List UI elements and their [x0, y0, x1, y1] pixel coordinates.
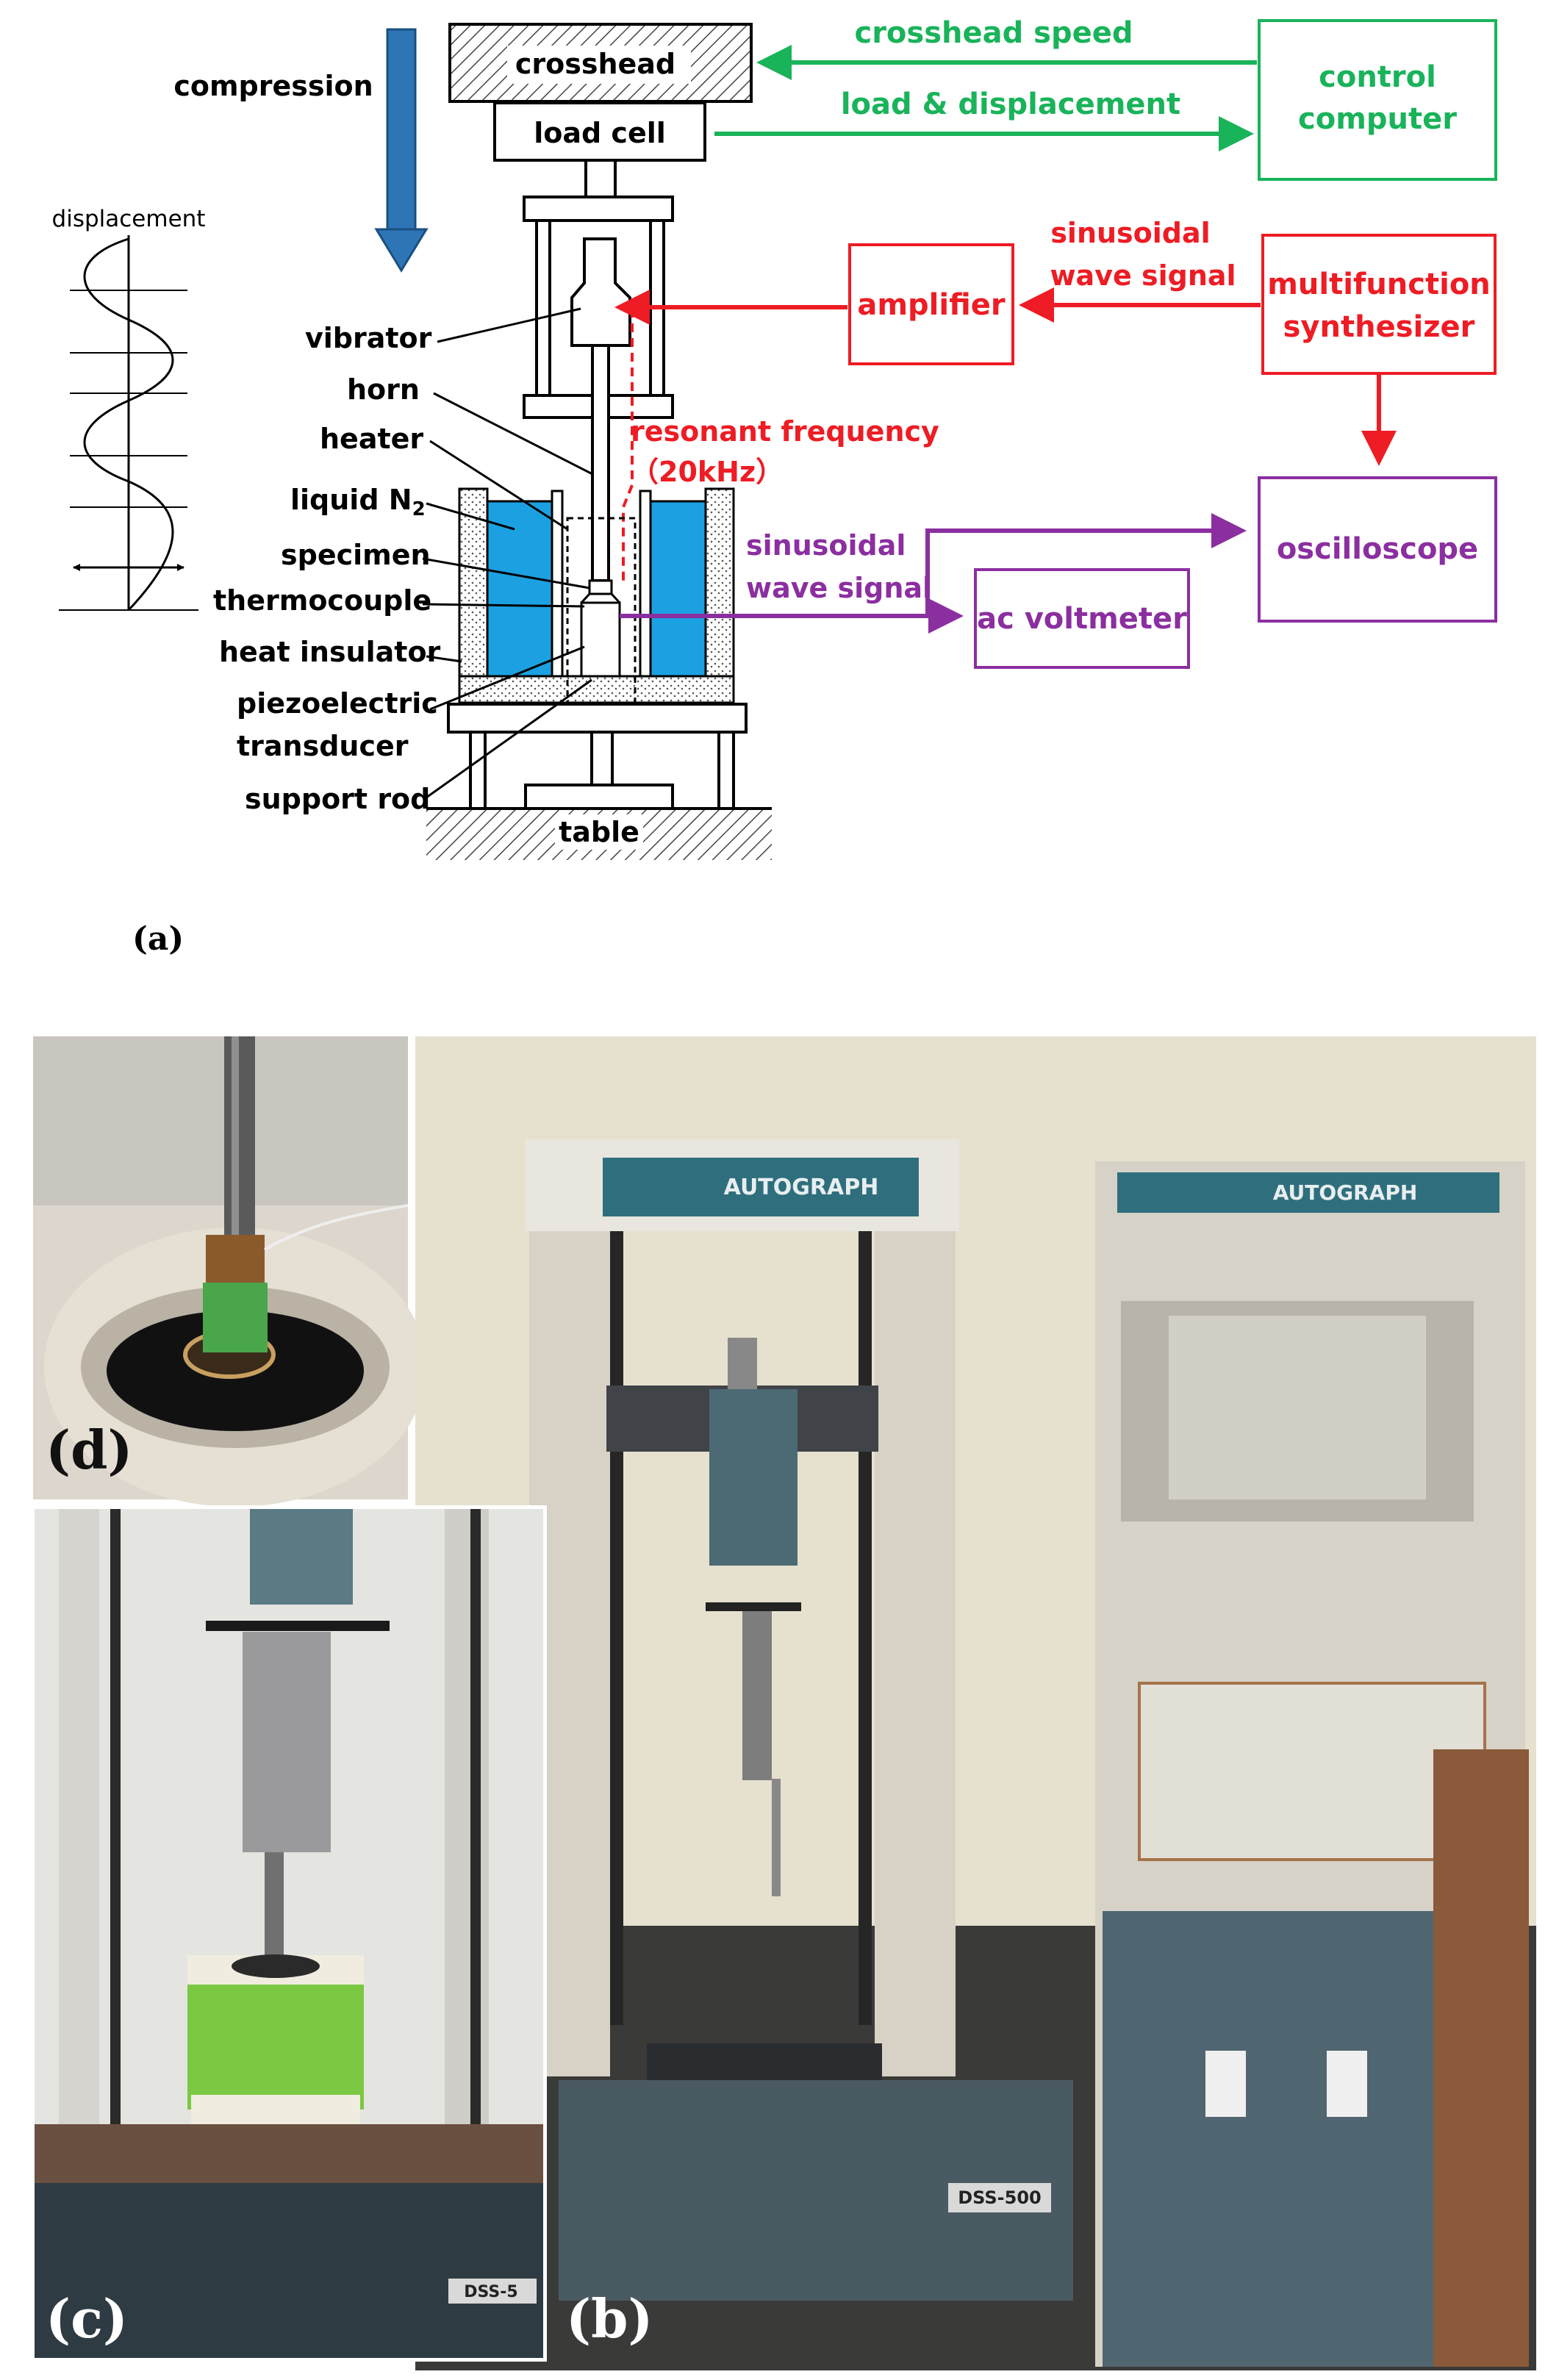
photo-panel-b: AUTOGRAPH DSS-500 AUTOGRAPH (b): [415, 1036, 1536, 2370]
oscilloscope-label: oscilloscope: [1277, 532, 1478, 566]
support-rod: [590, 731, 614, 786]
displacement-sine: [83, 237, 174, 612]
transducer-block: [580, 601, 621, 678]
panel-b-label: (b): [566, 2287, 653, 2350]
sine-red-line2: wave signal: [1050, 259, 1236, 292]
liquid-n2-left: [486, 500, 553, 678]
resonant-dashed-line: [622, 309, 634, 581]
branch-to-scope-arrow: [925, 513, 1247, 616]
liquid-n2-label: liquid N2: [290, 484, 426, 520]
upper-plate: [523, 196, 674, 222]
vibrator-shape: [570, 237, 631, 347]
tube-right-wall: [639, 490, 652, 678]
liquid-n2-right: [649, 500, 707, 678]
crosshead-label: crosshead: [515, 48, 675, 80]
compression-arrow: [374, 28, 429, 273]
piezo-label-line2: transducer: [237, 730, 409, 762]
plate-b: DSS-500: [958, 2187, 1041, 2208]
load-cell-block: [493, 101, 706, 162]
sine-purple-line1: sinusoidal: [746, 529, 906, 562]
ac-voltmeter-box: [974, 568, 1190, 669]
load-displacement-label: load & displacement: [841, 87, 1180, 121]
sine-purple-line2: wave signal: [746, 572, 932, 604]
support-rod-label: support rod: [245, 783, 430, 815]
autograph-left: AUTOGRAPH: [724, 1175, 879, 1200]
photo-panel-d: (d): [33, 1036, 426, 1507]
resonant-line2: （20kHz）: [631, 456, 784, 488]
photo-panel-c: DSS-5 (c): [31, 1505, 547, 2362]
horn-rod: [591, 344, 610, 582]
ac-voltmeter-label: ac voltmeter: [977, 602, 1187, 636]
crosshead-label-bg: [507, 46, 691, 84]
amplifier-box: [848, 243, 1014, 365]
autograph-right: AUTOGRAPH: [1273, 1180, 1418, 1205]
crosshead-speed-label: crosshead speed: [854, 16, 1133, 50]
synthesizer-line1: multifunction: [1267, 268, 1491, 301]
panel-a-label: (a): [132, 920, 184, 958]
base-block: [524, 784, 674, 810]
insulator-right: [704, 487, 735, 703]
control-computer-box: [1258, 19, 1497, 181]
oscilloscope-box: [1258, 476, 1497, 623]
table-label-bg: [555, 814, 643, 850]
displacement-label: displacement: [52, 206, 206, 232]
control-computer-line2: computer: [1298, 102, 1457, 136]
panel-a-diagram: crosshead load cell: [52, 16, 1497, 958]
heat-insulator-label: heat insulator: [219, 636, 441, 668]
specimen-label: specimen: [281, 539, 431, 571]
compression-label: compression: [173, 70, 373, 102]
thermocouple-label: thermocouple: [213, 584, 431, 617]
upper-rod: [584, 159, 617, 200]
table-label: table: [559, 816, 639, 848]
vibrator-label: vibrator: [305, 322, 432, 354]
load-cell-label: load cell: [534, 117, 666, 149]
specimen-block: [588, 579, 613, 595]
control-computer-line1: control: [1319, 60, 1436, 94]
horn-label: horn: [347, 373, 420, 406]
synthesizer-box: [1261, 234, 1497, 375]
resonant-line1: resonant frequency: [631, 415, 939, 448]
synthesizer-line2: synthesizer: [1283, 310, 1475, 344]
piezo-label-line1: piezoelectric: [237, 687, 438, 720]
plate-c: DSS-5: [464, 2283, 517, 2301]
panel-d-label: (d): [46, 1419, 132, 1481]
displacement-sketch: [59, 235, 198, 612]
panel-c-label: (c): [46, 2287, 128, 2350]
support-plate: [447, 703, 748, 734]
sine-red-line1: sinusoidal: [1050, 217, 1210, 249]
amplifier-label: amplifier: [857, 288, 1006, 322]
heater-label: heater: [320, 423, 423, 455]
